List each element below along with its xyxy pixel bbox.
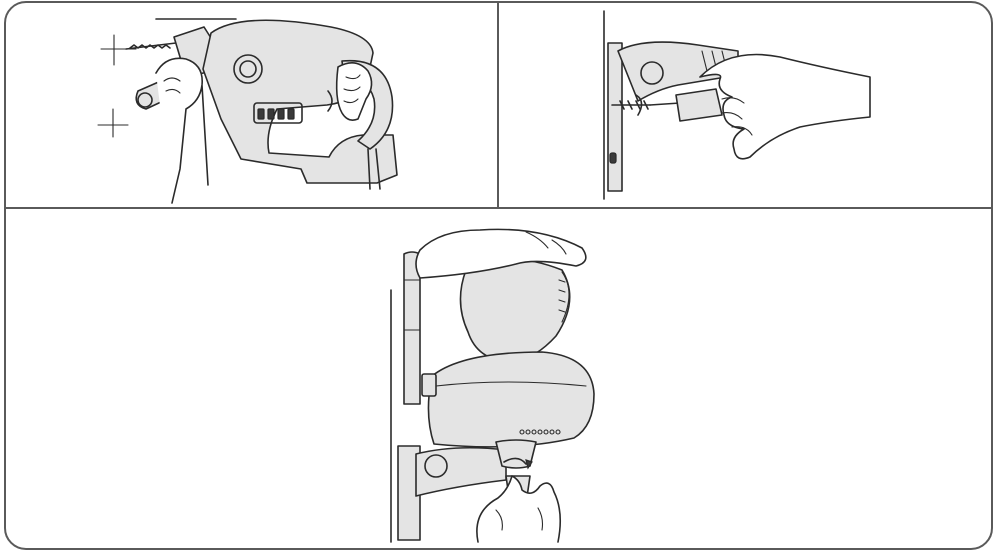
camera-icon <box>6 210 991 548</box>
right-hand <box>337 63 372 120</box>
vertical-divider <box>497 1 499 208</box>
panel-screw-step <box>500 3 990 206</box>
drill-bit <box>126 43 176 49</box>
panel-attach-step <box>6 210 991 548</box>
mount-bracket-plate <box>608 43 622 191</box>
bracket-knob <box>641 62 663 84</box>
panel-drill-step <box>6 3 496 206</box>
antenna-connector <box>422 374 436 396</box>
screwdriver-handle <box>676 89 722 121</box>
camera-base <box>428 352 594 447</box>
left-hand <box>156 58 208 203</box>
drill-target-mark-top <box>101 35 136 65</box>
screwdriver-icon <box>500 3 990 206</box>
camera-head <box>460 259 569 362</box>
drill-mode-knob <box>234 55 262 83</box>
right-hand-screwing <box>700 55 870 159</box>
drill-icon <box>6 3 496 206</box>
bracket-knob <box>425 455 447 477</box>
wall-plug <box>610 153 616 163</box>
drill-target-mark-bottom <box>98 109 128 137</box>
bottom-hand <box>477 476 560 542</box>
